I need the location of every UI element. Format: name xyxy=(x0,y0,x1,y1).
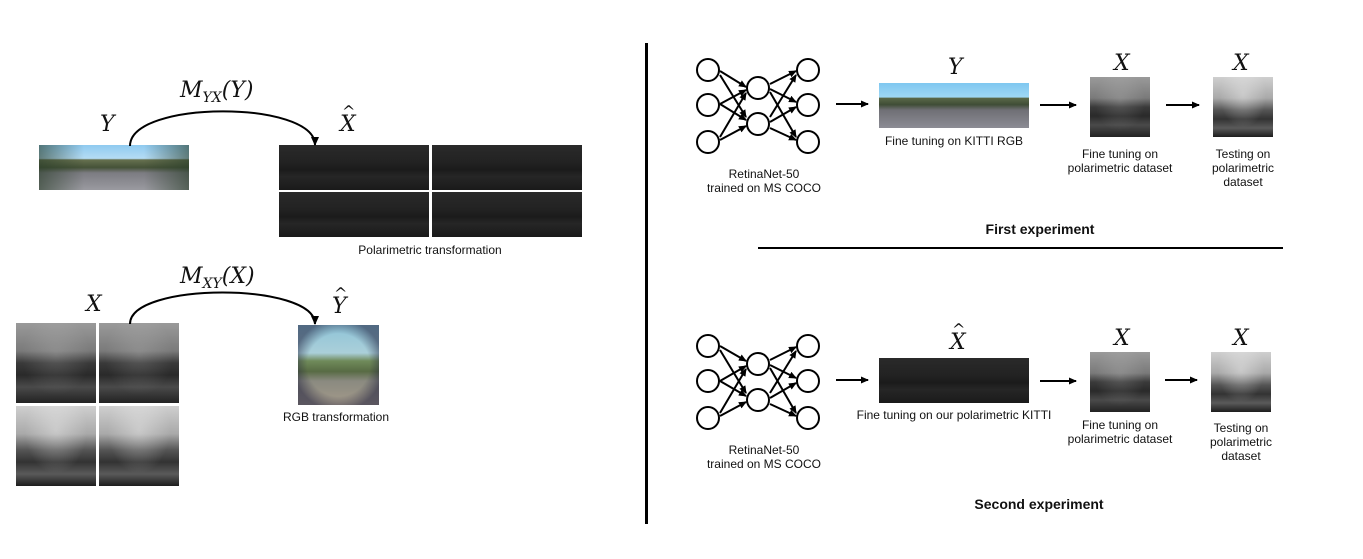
network-nodes-first xyxy=(696,58,820,154)
second-img3-caption: Testing on polarimetric dataset xyxy=(1191,421,1291,463)
second-experiment-title: Second experiment xyxy=(974,496,1104,512)
kitti-rgb-image xyxy=(39,145,189,190)
second-net-line1: RetinaNet-50 xyxy=(728,443,800,457)
flow-arrows-first xyxy=(836,100,1200,109)
experiment-separator xyxy=(758,247,1283,249)
second-img3-caption-1: Testing on xyxy=(1213,421,1269,435)
polarimetric-image-2 xyxy=(432,145,582,190)
bottom-map-main: M xyxy=(180,264,203,289)
mapping-arc-xy xyxy=(129,291,319,325)
first-img3-caption-1: Testing on xyxy=(1215,147,1271,161)
first-img2-caption-1: Fine tuning on xyxy=(1081,147,1159,161)
first-img2-label: X xyxy=(1114,51,1130,76)
polarimetric-image-1 xyxy=(279,145,429,190)
second-img1-caption: Fine tuning on our polarimetric KITTI xyxy=(856,408,1052,422)
center-divider xyxy=(645,43,648,524)
polarimetric-image-4 xyxy=(432,192,582,237)
yhat-text: Y xyxy=(332,284,347,319)
bottom-map-arg: (X) xyxy=(221,264,255,289)
first-net-caption: RetinaNet-50 trained on MS COCO xyxy=(684,167,844,195)
first-polar-test-image xyxy=(1213,77,1273,137)
mapping-arc-yx xyxy=(129,110,319,147)
xhat-label: X xyxy=(340,102,356,137)
second-img3-caption-3: dataset xyxy=(1221,449,1261,463)
network-edges-second xyxy=(719,345,797,417)
second-img2-label: X xyxy=(1114,326,1130,351)
first-img2-caption-2: polarimetric dataset xyxy=(1067,161,1173,175)
first-img2-caption: Fine tuning on polarimetric dataset xyxy=(1060,147,1180,175)
second-img1-label: X xyxy=(950,320,966,355)
grayscale-image-4 xyxy=(99,406,179,486)
first-kitti-rgb-image xyxy=(879,83,1029,128)
network-edges-first xyxy=(719,70,797,141)
second-img2-caption: Fine tuning on polarimetric dataset xyxy=(1060,418,1180,446)
second-polar-finetune-image xyxy=(1090,352,1150,412)
top-map-arg: (Y) xyxy=(221,78,254,103)
rgb-reconstruction-image xyxy=(298,325,379,405)
rgb-caption: RGB transformation xyxy=(282,410,390,424)
second-img3-label: X xyxy=(1233,326,1249,351)
grayscale-image-3 xyxy=(16,406,96,486)
second-img1-label-text: X xyxy=(950,320,966,355)
grayscale-image-2 xyxy=(99,323,179,403)
first-img3-label: X xyxy=(1233,51,1249,76)
top-map-sub: YX xyxy=(202,90,222,106)
polarimetric-image-3 xyxy=(279,192,429,237)
first-img1-caption: Fine tuning on KITTI RGB xyxy=(884,134,1024,148)
bottom-mapping-label: MXY(X) xyxy=(180,264,255,292)
top-map-main: M xyxy=(180,78,203,103)
y-label: Y xyxy=(100,112,115,137)
second-polar-test-image xyxy=(1211,352,1271,412)
second-img2-caption-2: polarimetric dataset xyxy=(1067,432,1173,446)
first-net-line2: trained on MS COCO xyxy=(706,181,822,195)
network-nodes-second xyxy=(696,334,820,430)
xhat-text: X xyxy=(340,102,356,137)
first-img3-caption-3: dataset xyxy=(1223,175,1263,189)
network-diagram-second xyxy=(696,334,820,430)
bottom-map-sub: XY xyxy=(202,276,222,292)
first-img1-label: Y xyxy=(948,55,963,80)
x-label: X xyxy=(86,292,102,317)
yhat-label: Y xyxy=(332,284,347,319)
second-polar-kitti-image xyxy=(879,358,1029,403)
top-mapping-label: MYX(Y) xyxy=(180,78,253,106)
first-img3-caption-2: polarimetric xyxy=(1211,161,1274,175)
first-polar-finetune-image xyxy=(1090,77,1150,137)
first-experiment-title: First experiment xyxy=(985,221,1095,237)
grayscale-image-1 xyxy=(16,323,96,403)
second-img2-caption-1: Fine tuning on xyxy=(1081,418,1159,432)
polarimetric-caption: Polarimetric transformation xyxy=(358,243,502,257)
second-img3-caption-2: polarimetric xyxy=(1209,435,1272,449)
network-diagram-first xyxy=(696,58,820,154)
first-net-line1: RetinaNet-50 xyxy=(728,167,800,181)
first-img3-caption: Testing on polarimetric dataset xyxy=(1193,147,1293,189)
second-net-line2: trained on MS COCO xyxy=(706,457,822,471)
flow-arrows-second xyxy=(836,376,1198,385)
second-net-caption: RetinaNet-50 trained on MS COCO xyxy=(684,443,844,471)
